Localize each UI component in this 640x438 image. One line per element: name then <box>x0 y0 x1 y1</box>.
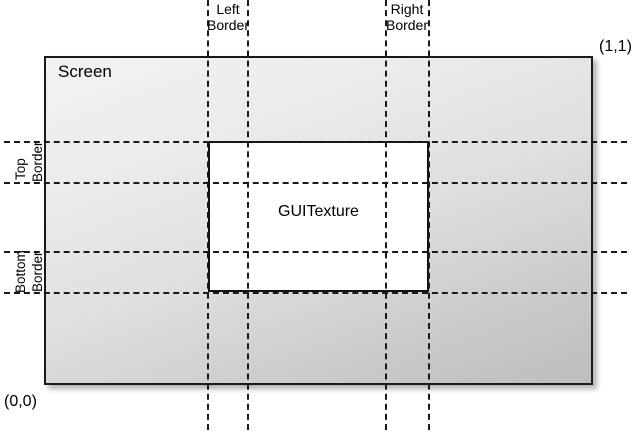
top-border-label-line1: Top <box>13 158 28 180</box>
right-border-label-line2: Border <box>385 17 429 33</box>
bottom-border-label: Bottom <box>13 250 28 293</box>
corner-label-top-right: (1,1) <box>599 38 632 55</box>
guide-line-left-border-inner <box>247 0 249 430</box>
top-border-label: Top <box>13 158 28 180</box>
left-border-label: Left Border <box>197 1 259 33</box>
guitexture-rectangle <box>208 141 429 292</box>
corner-label-bottom-left: (0,0) <box>4 393 37 410</box>
guide-line-bottom-border-inner <box>4 251 627 253</box>
guide-line-right-border-outer <box>428 0 430 430</box>
right-border-label: Right Border <box>376 1 438 33</box>
right-border-label-line1: Right <box>390 1 424 17</box>
top-border-label-line2: Border <box>30 141 45 182</box>
guitexture-label: GUITexture <box>278 203 359 220</box>
screen-label: Screen <box>58 62 112 81</box>
left-border-label-line2: Border <box>206 17 250 33</box>
top-border-label-second: Border <box>30 141 45 182</box>
bottom-border-label-second: Border <box>30 251 45 292</box>
bottom-border-label-line1: Bottom <box>13 250 28 293</box>
left-border-label-line1: Left <box>216 1 240 17</box>
guide-line-right-border-inner <box>385 0 387 430</box>
guide-line-bottom-border-outer <box>4 292 627 294</box>
guide-line-left-border-outer <box>207 0 209 430</box>
guide-line-top-border-outer <box>4 141 627 143</box>
bottom-border-label-line2: Border <box>30 251 45 292</box>
guide-line-top-border-inner <box>4 182 627 184</box>
